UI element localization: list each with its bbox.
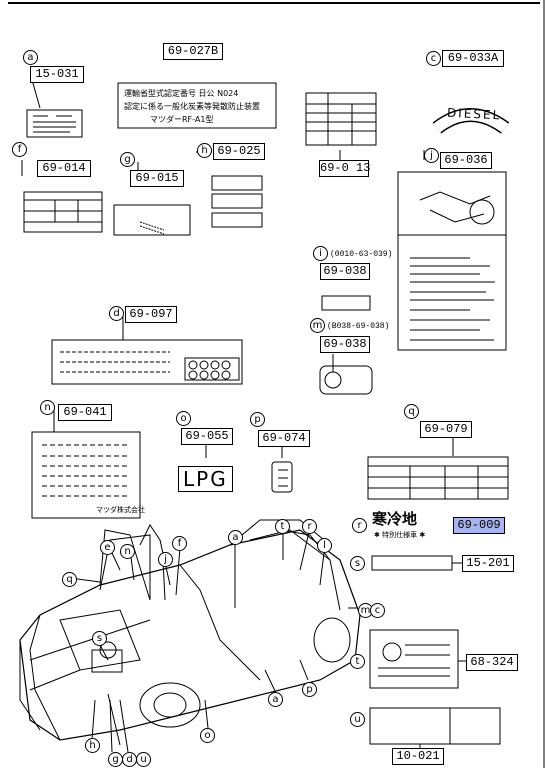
part-69-097: 69-097 bbox=[125, 306, 177, 323]
part-69-013: 69-0 13 bbox=[319, 160, 371, 177]
callout-j: j bbox=[424, 148, 439, 163]
callout-p: p bbox=[250, 412, 265, 427]
part-69-055: 69-055 bbox=[181, 428, 233, 445]
callout-m: m bbox=[310, 318, 325, 333]
part-10-021: 10-021 bbox=[392, 748, 444, 765]
cold-region-sub: ✱ 特別仕様車 ✱ bbox=[374, 531, 426, 539]
callout-c: c bbox=[426, 51, 441, 66]
car-callout-r: r bbox=[302, 519, 317, 534]
callout-u: u bbox=[350, 712, 365, 727]
callout-t: t bbox=[350, 654, 365, 669]
car-callout-n: n bbox=[120, 544, 135, 559]
serial-i: (0010-63-039) bbox=[330, 250, 393, 259]
part-69-009: 69-009 bbox=[453, 517, 505, 534]
car-callout-d: d bbox=[122, 752, 137, 767]
label-b-line3: マツダーRF-A1型 bbox=[150, 115, 214, 124]
callout-i: i bbox=[313, 246, 328, 261]
car-callout-l: l bbox=[317, 538, 332, 553]
callout-r: r bbox=[352, 518, 367, 533]
part-69-036: 69-036 bbox=[440, 152, 492, 169]
part-69-014: 69-014 bbox=[37, 160, 91, 177]
part-69-079: 69-079 bbox=[420, 421, 472, 438]
car-callout-s: s bbox=[92, 631, 107, 646]
cold-region-label: 寒冷地 bbox=[372, 510, 418, 528]
callout-n: n bbox=[40, 400, 55, 415]
part-69-027b: 69-027B bbox=[163, 43, 223, 60]
callout-a: a bbox=[23, 50, 38, 65]
car-callout-c: c bbox=[370, 603, 385, 618]
car-callout-o: o bbox=[200, 728, 215, 743]
callout-f: f bbox=[12, 142, 27, 157]
part-69-033a: 69-033A bbox=[442, 50, 504, 67]
car-callout-h: h bbox=[85, 738, 100, 753]
maker-name: マツダ株式会社 bbox=[96, 506, 145, 514]
callout-g: g bbox=[120, 152, 135, 167]
part-68-324: 68-324 bbox=[466, 654, 518, 671]
car-callout-f: f bbox=[172, 536, 187, 551]
car-callout-a2: a bbox=[268, 692, 283, 707]
part-15-031: 15-031 bbox=[30, 66, 84, 83]
part-69-041: 69-041 bbox=[58, 404, 112, 421]
car-callout-j: j bbox=[158, 552, 173, 567]
car-callout-u: u bbox=[136, 752, 151, 767]
callout-h: h bbox=[197, 143, 212, 158]
label-b-line2: 認定に係る一般化炭素等発散防止装置 bbox=[124, 102, 260, 111]
car-callout-q: q bbox=[62, 572, 77, 587]
part-69-025: 69-025 bbox=[213, 143, 265, 160]
car-callout-p: p bbox=[302, 682, 317, 697]
part-15-201: 15-201 bbox=[462, 555, 514, 572]
car-callout-t: t bbox=[275, 519, 290, 534]
part-69-074: 69-074 bbox=[258, 430, 310, 447]
part-69-015: 69-015 bbox=[130, 170, 184, 187]
diesel-label: DIESEL bbox=[446, 105, 502, 123]
part-69-038-m: 69-038 bbox=[320, 336, 370, 353]
callout-s: s bbox=[350, 556, 365, 571]
callout-o: o bbox=[176, 411, 191, 426]
car-callout-e: e bbox=[100, 540, 115, 555]
callout-d: d bbox=[109, 306, 124, 321]
car-callout-a: a bbox=[228, 530, 243, 545]
callout-q: q bbox=[404, 404, 419, 419]
part-69-038-i: 69-038 bbox=[320, 263, 370, 280]
car-callout-g: g bbox=[108, 752, 123, 767]
serial-m: (B038-69-038) bbox=[327, 322, 390, 331]
lpg-label: LPG bbox=[178, 466, 233, 492]
label-b-line1: 運輸省型式認定番号 日公 N024 bbox=[124, 89, 239, 98]
